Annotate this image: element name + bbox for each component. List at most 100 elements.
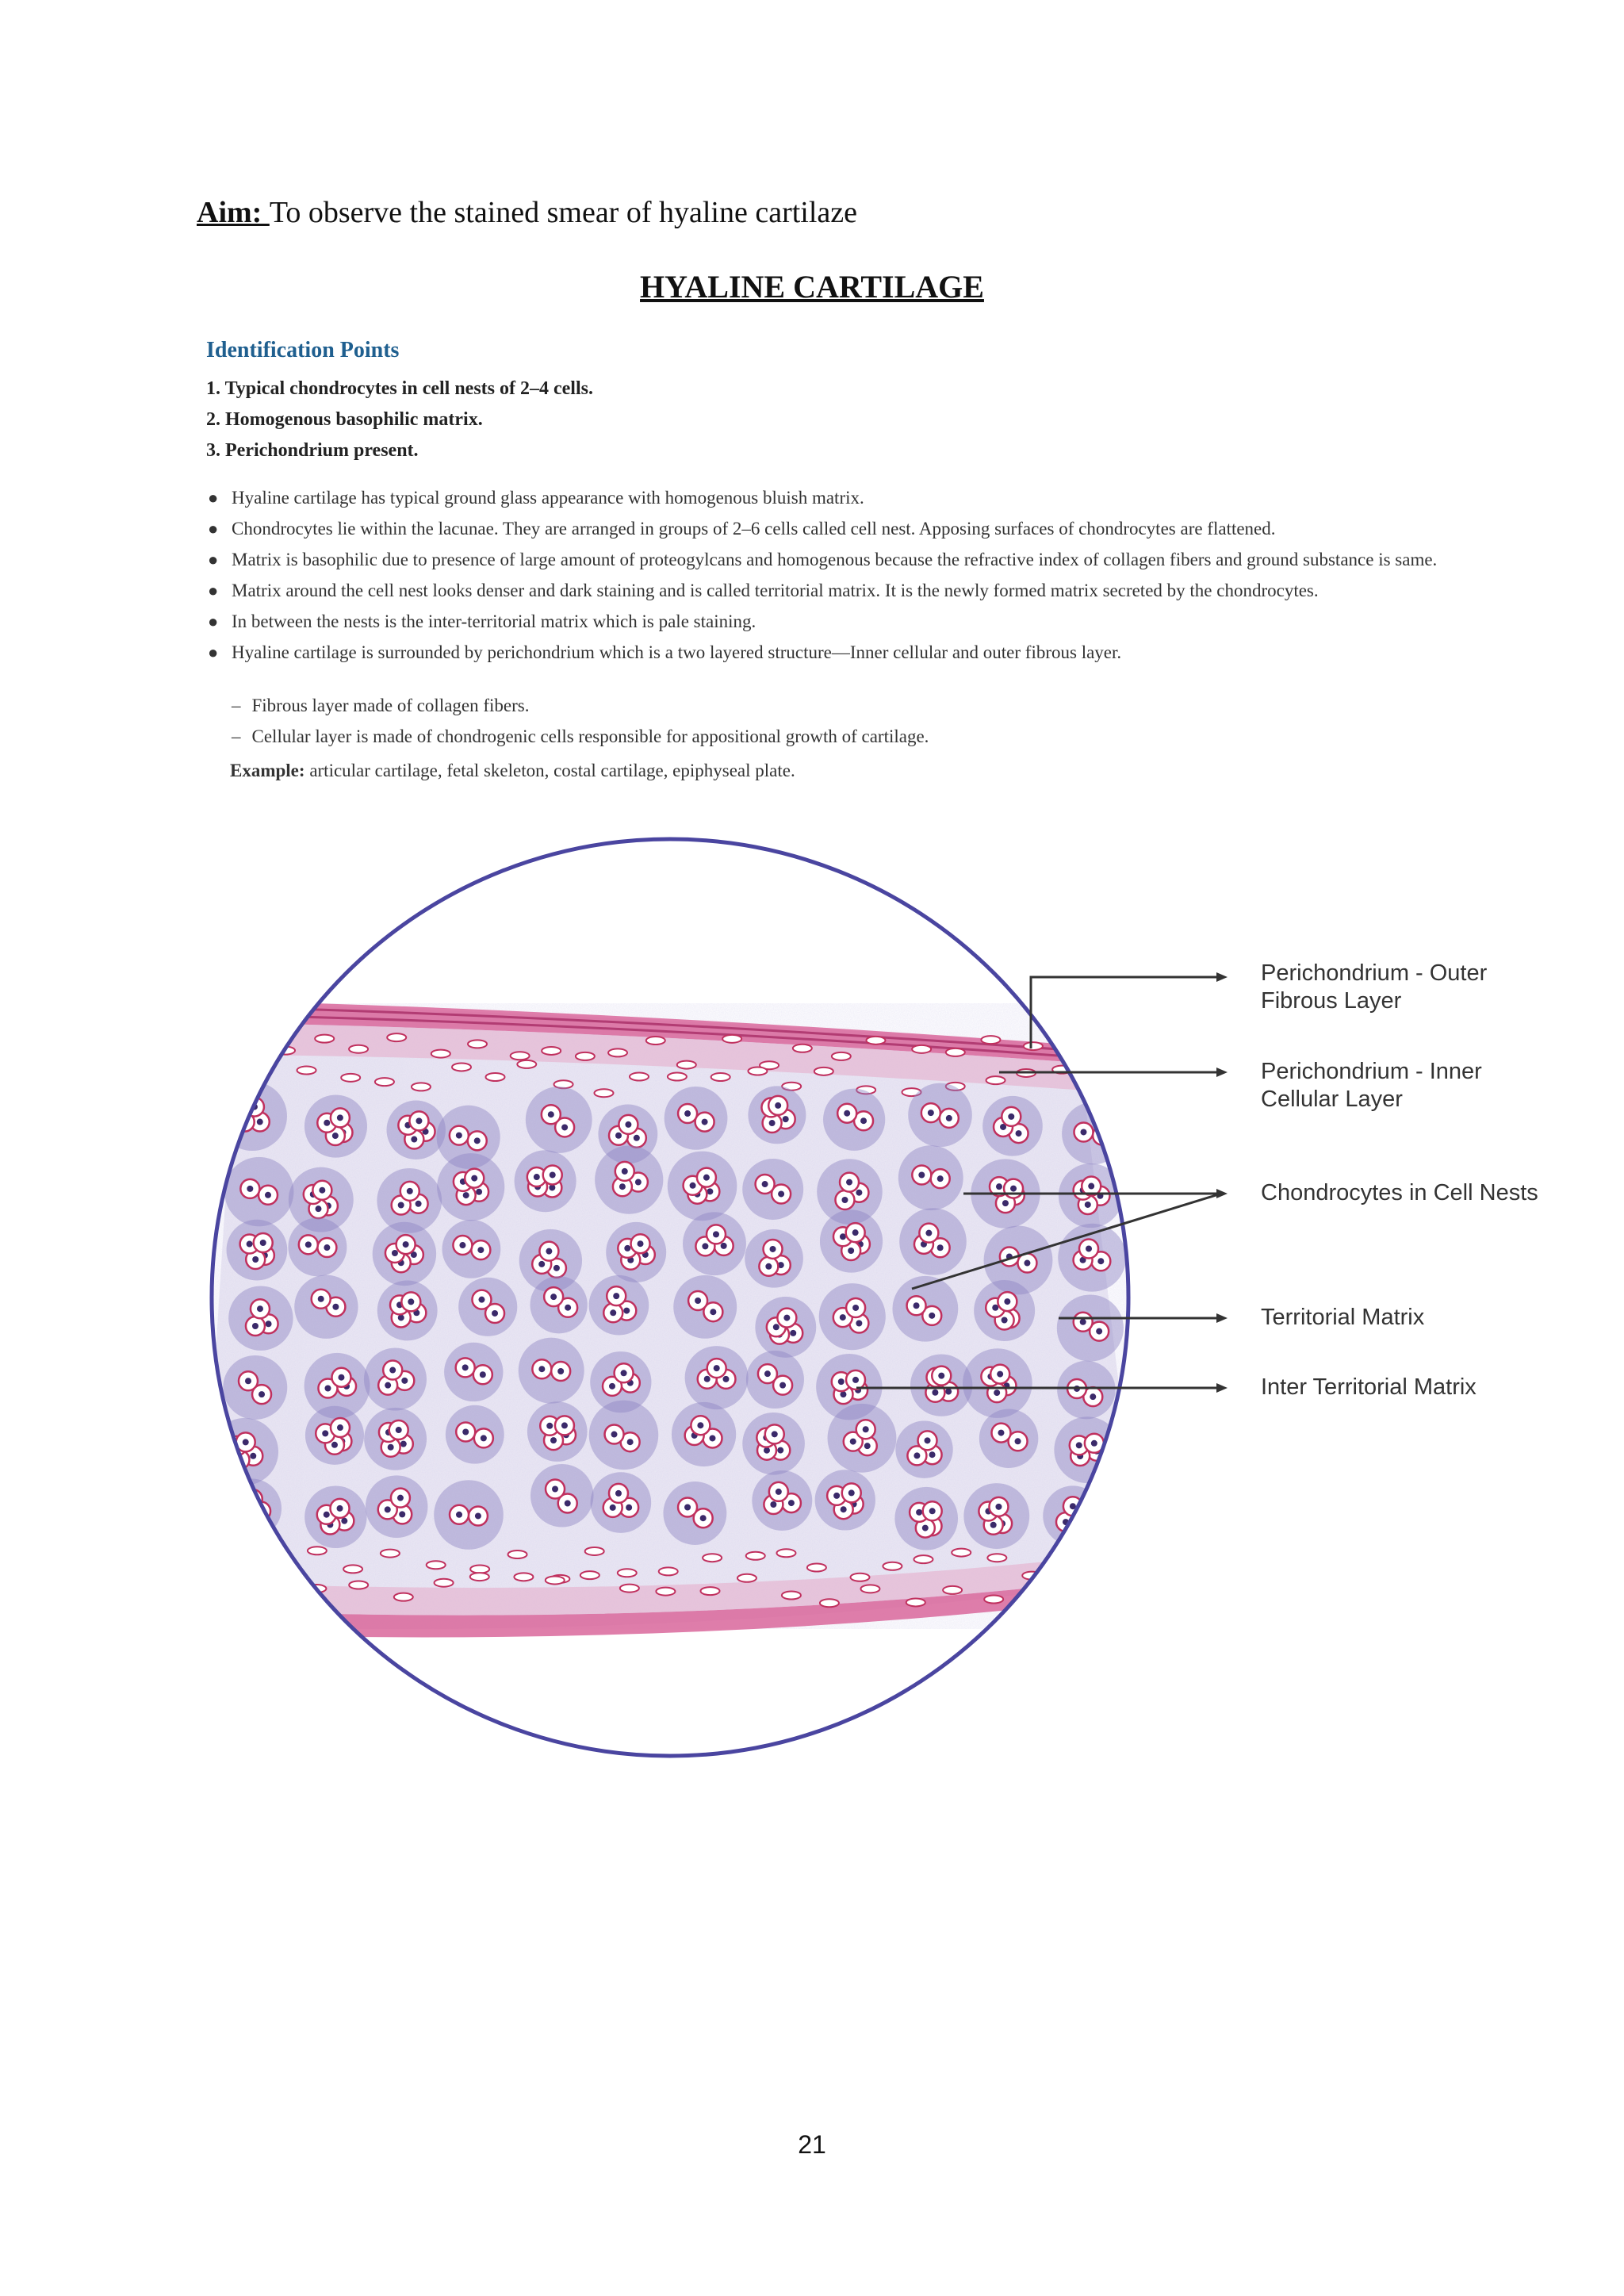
chondrocyte-nucleus [319,1186,326,1194]
chondrocyte-lacuna [325,1296,347,1318]
chondrocyte-nucleus [480,1435,487,1442]
chondrocyte-nucleus [936,1244,944,1251]
chondrocyte-lacuna [997,1290,1018,1313]
flattened-chondroblast [619,1583,640,1593]
chondrocyte-lacuna [329,1107,351,1129]
territorial-matrix-halo [742,1159,804,1220]
chondrocyte-nucleus [1074,1385,1081,1392]
chondrocyte-nucleus [1008,1113,1015,1120]
chondrocyte-lacuna [706,1357,727,1379]
chondrocyte-nucleus [324,1119,331,1126]
chondrocyte-nucleus [839,1314,846,1321]
chondrocyte-nucleus [765,1263,772,1270]
territorial-matrix-halo [892,1275,959,1342]
chondrocyte-lacuna [855,1418,876,1440]
chondrocyte-nucleus [462,1364,469,1371]
chondrocyte-lacuna [393,1433,415,1455]
chondrocyte-nucleus [339,1438,346,1445]
chondrocyte-lacuna [557,1493,578,1514]
chondrocyte-nucleus [856,1320,863,1327]
territorial-matrix-halo [910,1354,973,1416]
chondrocyte-lacuna [768,1324,791,1345]
chondrocyte-nucleus [1094,1447,1101,1455]
flattened-chondroblast [1016,1068,1037,1078]
chondrocyte-lacuna [317,1378,339,1399]
flattened-chondroblast [607,1048,629,1058]
chondrocyte-nucleus [324,1244,331,1251]
chondrocyte-lacuna [845,1297,867,1319]
flattened-chondroblast [722,1033,743,1044]
chondrocyte-lacuna [703,1301,724,1323]
bullet-text: Hyaline cartilage has typical ground gla… [232,488,864,508]
territorial-matrix-halo [1058,1163,1124,1228]
chondrocyte-nucleus [938,1372,945,1379]
chondrocyte-nucleus [697,1422,704,1429]
chondrocyte-nucleus [790,1329,797,1336]
territorial-matrix-halo [364,1407,427,1470]
territorial-matrix-halo [818,1283,886,1351]
flattened-chondroblast [747,1066,768,1076]
chondrocyte-nucleus [552,1485,559,1493]
chondrocyte-lacuna [856,1435,879,1457]
chondrocyte-lacuna [538,1415,561,1437]
chondrocyte-nucleus [713,1365,720,1372]
chondrocyte-lacuna [833,1498,854,1520]
chondrocyte-nucleus [459,1242,466,1249]
chondrocyte-nucleus [763,1434,770,1441]
flattened-chondroblast [1084,1565,1105,1575]
flattened-chondroblast [985,1075,1006,1086]
chondrocyte-nucleus [387,1443,394,1451]
chondrocyte-lacuna [920,1102,942,1124]
chondrocyte-nucleus [624,1244,631,1251]
chondrocyte-nucleus [1077,1453,1084,1460]
chondrocyte-nucleus [479,1371,486,1378]
chondrocyte-nucleus [833,1492,841,1499]
chondrocyte-lacuna [906,1294,927,1317]
chondrocyte-lacuna [614,1160,636,1182]
territorial-matrix-halo [673,1274,737,1339]
chondrocyte-lacuna [676,1102,699,1125]
chondrocyte-lacuna [384,1242,406,1264]
chondrocyte-lacuna [830,1370,852,1393]
chondrocyte-nucleus [550,1437,557,1444]
chondrocyte-lacuna [448,1504,470,1526]
chondrocyte-lacuna [770,1183,792,1205]
chondrocyte-nucleus [404,1121,412,1129]
chondrocyte-nucleus [992,1304,999,1311]
chondrocyte-nucleus [265,1320,272,1328]
territorial-matrix-halo [606,1221,667,1282]
chondrocyte-nucleus [1000,1123,1007,1130]
chondrocyte-lacuna [626,1127,648,1149]
chondrocyte-nucleus [925,1229,933,1236]
chondrocyte-nucleus [327,1521,334,1528]
chondrocyte-lacuna [695,1236,716,1257]
chondrocyte-lacuna [404,1129,425,1150]
flattened-chondroblast [348,1580,370,1590]
chondrocyte-nucleus [1006,1315,1013,1322]
chondrocyte-nucleus [771,1431,778,1438]
chondrocyte-lacuna [237,1370,259,1392]
chondrocyte-lacuna [302,1183,324,1205]
bullet-icon: ● [208,611,219,631]
chondrocyte-lacuna [634,1244,657,1266]
chondrocyte-lacuna [758,1255,779,1278]
flattened-chondroblast [860,1584,881,1594]
chondrocyte-lacuna [329,1497,350,1520]
chondrocyte-nucleus [615,1489,622,1497]
chondrocyte-nucleus [399,1511,406,1518]
chondrocyte-lacuna [1090,1250,1112,1272]
territorial-matrix-halo [684,1346,749,1410]
chondrocyte-lacuna [908,1501,930,1524]
microscope-field-circle [209,837,1131,1758]
chondrocyte-nucleus [332,1303,339,1310]
chondrocyte-lacuna [617,1237,638,1259]
chondrocyte-nucleus [860,1117,868,1125]
leader-line-cell-nests-2 [911,1192,1222,1290]
chondrocyte-nucleus [324,1385,331,1392]
chondrocyte-lacuna [249,1297,271,1320]
chondrocyte-nucleus [916,1508,923,1516]
chondrocyte-nucleus [471,1175,478,1182]
territorial-matrix-halo [1043,1485,1103,1546]
flattened-chondroblast [579,1570,600,1581]
territorial-matrix-halo [671,1401,737,1467]
